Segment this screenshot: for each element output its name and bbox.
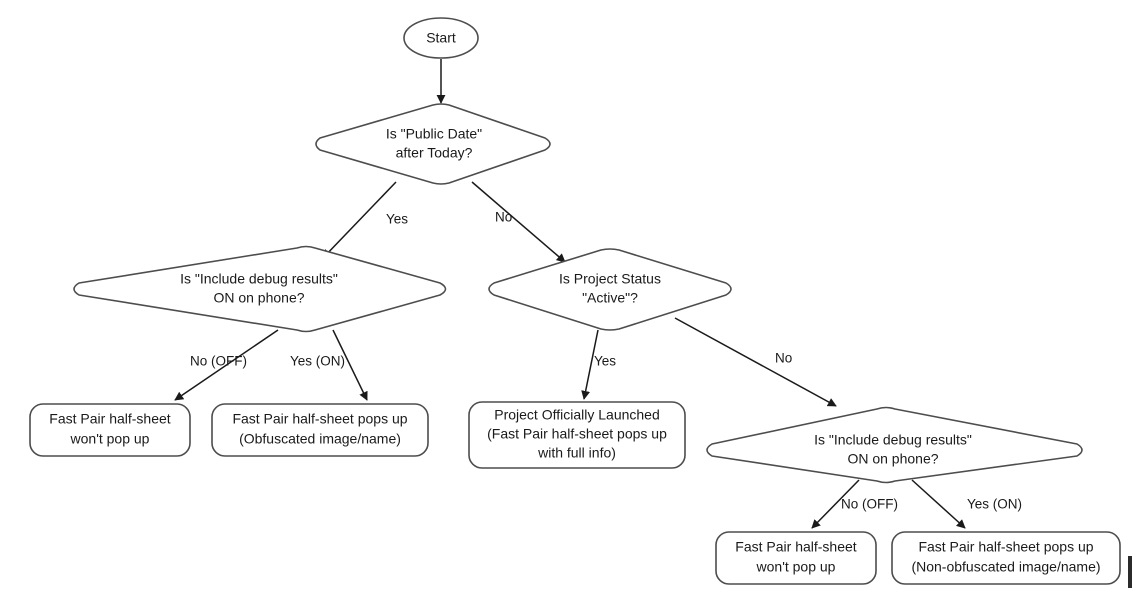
node-start-label: Start bbox=[426, 30, 456, 46]
node-decision-public-date-line1: Is "Public Date" bbox=[386, 126, 482, 142]
edge-d3-yes-to-t3 bbox=[581, 329, 599, 400]
node-decision-debug-right-line1: Is "Include debug results" bbox=[814, 432, 972, 448]
edge-label-d4-no: No (OFF) bbox=[841, 497, 898, 512]
node-decision-public-date-line2: after Today? bbox=[396, 145, 473, 161]
node-result-obfuscated-line2: (Obfuscated image/name) bbox=[239, 431, 401, 447]
node-result-obfuscated[interactable] bbox=[211, 403, 429, 457]
edge-d3-no-to-d4 bbox=[674, 317, 837, 407]
node-result-no-popup-left-line2: won't pop up bbox=[70, 431, 150, 447]
node-decision-debug-right-line2: ON on phone? bbox=[847, 451, 938, 467]
node-result-non-obfuscated-line2: (Non-obfuscated image/name) bbox=[911, 559, 1100, 575]
node-decision-debug-right[interactable] bbox=[706, 406, 1083, 484]
node-result-no-popup-left[interactable] bbox=[29, 403, 191, 457]
node-result-officially-launched-line3: with full info) bbox=[537, 445, 616, 461]
edge-label-d1-no: No bbox=[495, 210, 512, 225]
node-result-no-popup-right[interactable] bbox=[715, 531, 877, 585]
node-decision-public-date[interactable] bbox=[315, 103, 551, 185]
edge-label-d1-yes: Yes bbox=[386, 212, 408, 227]
edge-d4-yes-to-t5 bbox=[911, 479, 966, 529]
scan-artifact-mark bbox=[1128, 556, 1132, 588]
node-result-officially-launched[interactable] bbox=[468, 401, 686, 469]
node-result-no-popup-right-line2: won't pop up bbox=[756, 559, 836, 575]
node-result-non-obfuscated-line1: Fast Pair half-sheet pops up bbox=[918, 539, 1093, 555]
edge-label-d3-no: No bbox=[775, 351, 792, 366]
node-result-non-obfuscated[interactable] bbox=[891, 531, 1121, 585]
node-start[interactable] bbox=[403, 17, 479, 59]
node-decision-debug-left[interactable] bbox=[73, 245, 447, 333]
node-result-officially-launched-line2: (Fast Pair half-sheet pops up bbox=[487, 426, 667, 442]
node-decision-debug-left-line1: Is "Include debug results" bbox=[180, 271, 338, 287]
edge-d1-no-to-d3 bbox=[471, 181, 566, 263]
node-result-no-popup-left-line1: Fast Pair half-sheet bbox=[49, 411, 170, 427]
node-decision-project-status[interactable] bbox=[488, 248, 732, 331]
node-decision-debug-left-line2: ON on phone? bbox=[213, 290, 304, 306]
edge-label-d3-yes: Yes bbox=[594, 354, 616, 369]
node-result-officially-launched-line1: Project Officially Launched bbox=[494, 407, 660, 423]
node-decision-project-status-line1: Is Project Status bbox=[559, 271, 661, 287]
edge-label-d4-yes: Yes (ON) bbox=[967, 497, 1022, 512]
edge-d2-no-to-t1 bbox=[174, 329, 279, 401]
edge-d1-yes-to-d2 bbox=[322, 181, 397, 259]
edge-d2-yes-to-t2 bbox=[332, 329, 368, 401]
edge-label-d2-no: No (OFF) bbox=[190, 354, 247, 369]
node-result-no-popup-right-line1: Fast Pair half-sheet bbox=[735, 539, 856, 555]
node-decision-project-status-line2: "Active"? bbox=[582, 290, 638, 306]
node-result-obfuscated-line1: Fast Pair half-sheet pops up bbox=[232, 411, 407, 427]
edge-d4-no-to-t4 bbox=[811, 479, 860, 529]
edge-label-d2-yes: Yes (ON) bbox=[290, 354, 345, 369]
